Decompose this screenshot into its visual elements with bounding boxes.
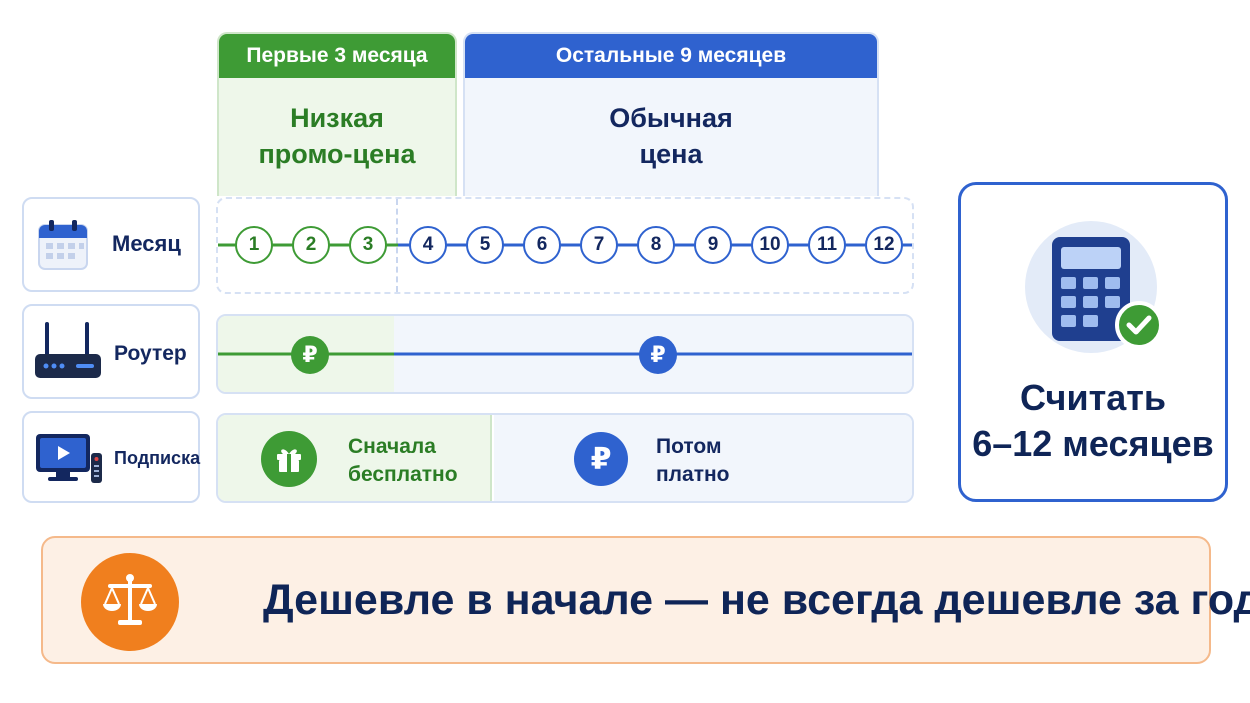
regular-price-line2: цена [639, 139, 703, 169]
month-marker: 5 [466, 226, 504, 264]
subscription-paid-zone: ₽ Потом платно [494, 415, 912, 501]
subscription-track: Сначала бесплатно ₽ Потом платно [216, 413, 914, 503]
paid-later-line2: платно [656, 463, 730, 486]
paid-later-line1: Потом [656, 435, 722, 458]
period-rest-header: Остальные 9 месяцев [465, 34, 877, 78]
row-label-month-text: Месяц [112, 231, 181, 256]
calculator-check-icon [1025, 221, 1163, 353]
ruble-coin-icon: ₽ [291, 336, 329, 374]
month-marker: 12 [865, 226, 903, 264]
gift-icon [261, 431, 317, 487]
row-label-subscription: Подписка [22, 411, 200, 503]
regular-price-line1: Обычная [609, 103, 733, 133]
month-marker: 9 [694, 226, 732, 264]
period-rest-body: Обычная цена [465, 78, 877, 194]
router-icon [35, 322, 101, 378]
conclusion-banner: Дешевле в начале — не всегда дешевле за … [41, 536, 1250, 664]
promo-price-line1: Низкая [290, 103, 384, 133]
count-period-line1: Считать [1020, 377, 1166, 418]
month-marker: 4 [409, 226, 447, 264]
row-label-router: Роутер [22, 304, 200, 399]
month-marker: 1 [235, 226, 273, 264]
count-period-card: Считать 6–12 месяцев [958, 182, 1228, 502]
ruble-coin-icon: ₽ [639, 336, 677, 374]
conclusion-text: Дешевле в начале — не всегда дешевле за … [263, 575, 1250, 624]
calendar-icon [38, 220, 88, 270]
free-first-text: Сначала бесплатно [348, 433, 458, 489]
month-timeline: 1 2 3 4 5 6 7 8 9 10 11 12 [216, 197, 914, 294]
period-first-header: Первые 3 месяца [219, 34, 455, 78]
free-first-line2: бесплатно [348, 463, 458, 486]
row-label-month: Месяц [22, 197, 200, 292]
month-marker: 8 [637, 226, 675, 264]
router-price-track: ₽ ₽ [216, 314, 914, 394]
scales-icon [81, 553, 179, 651]
period-first-body: Низкая промо-цена [219, 78, 455, 194]
count-period-line2: 6–12 месяцев [972, 423, 1214, 464]
month-marker: 3 [349, 226, 387, 264]
month-marker: 11 [808, 226, 846, 264]
month-marker: 10 [751, 226, 789, 264]
month-marker: 6 [523, 226, 561, 264]
period-remaining-9-months: Остальные 9 месяцев Обычная цена [463, 32, 879, 196]
row-label-router-text: Роутер [114, 342, 187, 365]
tv-icon [36, 434, 102, 483]
month-marker: 2 [292, 226, 330, 264]
period-first-3-months: Первые 3 месяца Низкая промо-цена [217, 32, 457, 196]
paid-later-text: Потом платно [656, 433, 730, 489]
row-label-subscription-text: Подписка [114, 448, 201, 468]
month-marker: 7 [580, 226, 618, 264]
ruble-coin-icon: ₽ [574, 432, 628, 486]
subscription-free-zone: Сначала бесплатно [218, 415, 492, 501]
promo-price-line2: промо-цена [258, 139, 416, 169]
free-first-line1: Сначала [348, 435, 436, 458]
